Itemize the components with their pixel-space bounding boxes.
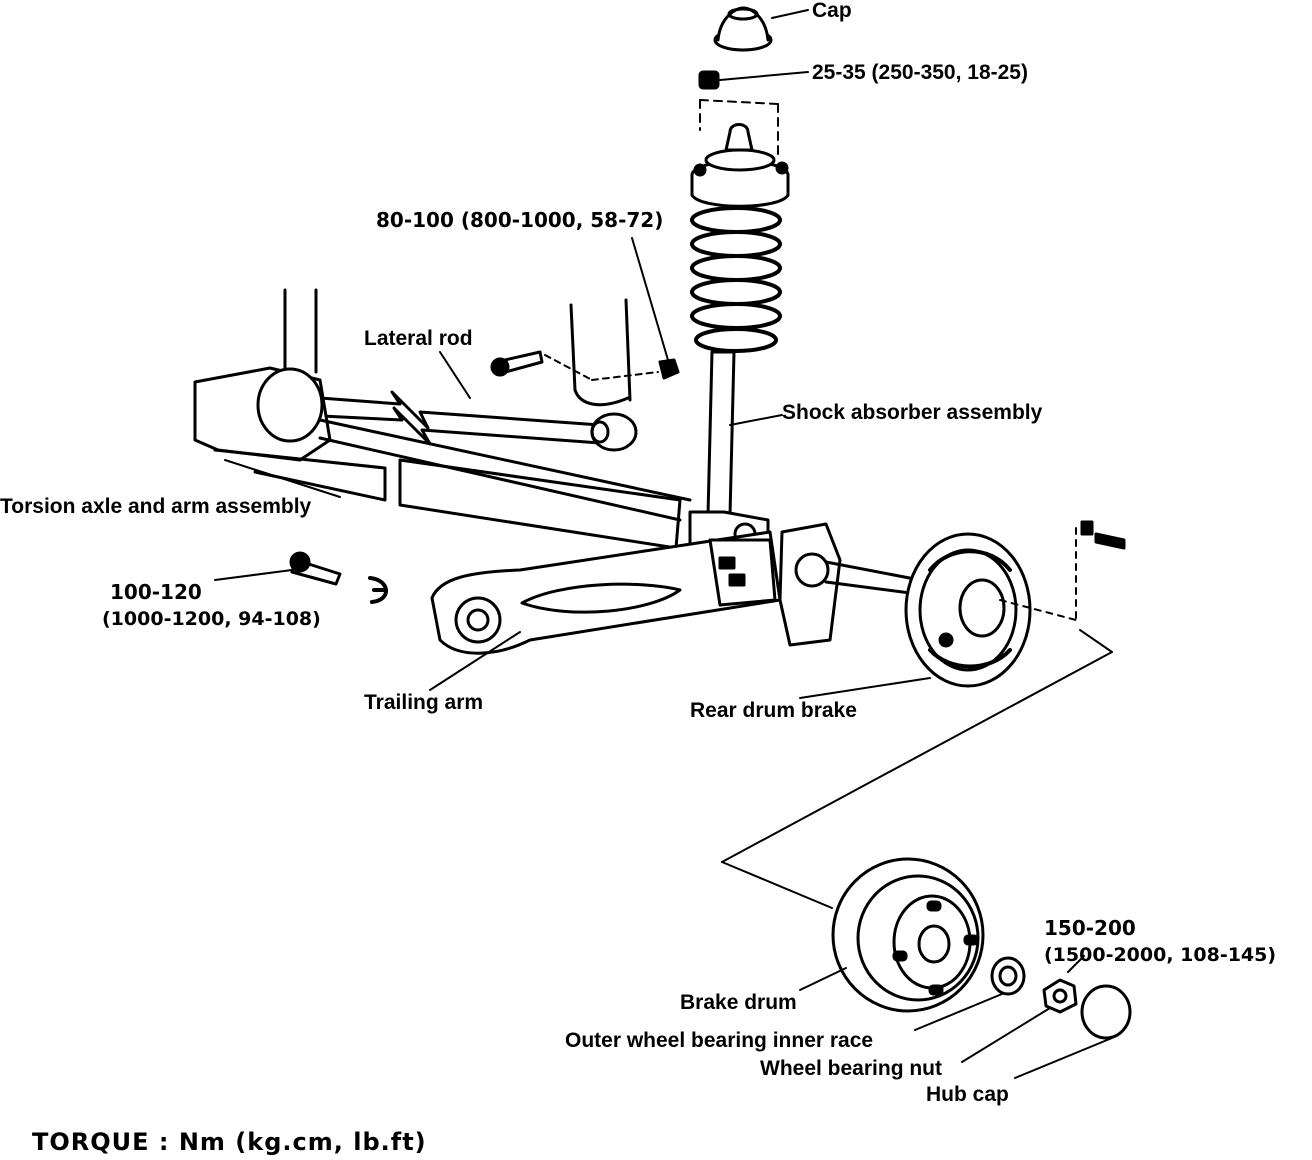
label-cap-torque: 25-35 (250-350, 18-25): [812, 61, 1028, 84]
label-torsion-axle: Torsion axle and arm assembly: [0, 495, 312, 518]
lateral-rod: [318, 390, 638, 452]
label-nut-torque-nm: 150-200: [1044, 916, 1136, 940]
brake-drum-leader: [799, 967, 847, 991]
label-rear-drum-brake: Rear drum brake: [690, 699, 857, 722]
trailing-arm-leader: [429, 631, 521, 691]
cap-part: [713, 6, 773, 52]
label-hub-cap: Hub cap: [926, 1083, 1009, 1106]
brake-drum: [831, 857, 985, 1013]
wheel-bearing-nut: [1042, 978, 1078, 1014]
label-arm-torque-nm: 100-120: [110, 580, 202, 604]
outer-race: [990, 956, 1026, 996]
label-wheel-nut: Wheel bearing nut: [760, 1057, 943, 1080]
label-shock-absorber: Shock absorber assembly: [782, 401, 1043, 424]
label-arm-torque-detail: (1000-1200, 94-108): [102, 608, 321, 630]
torsion-axle: [193, 366, 692, 550]
cap-leader: [771, 9, 809, 19]
arm-bolt: [289, 551, 388, 604]
label-trailing-arm: Trailing arm: [364, 691, 484, 714]
lateral-rod-bolt: [490, 350, 544, 377]
label-cap: Cap: [812, 0, 852, 22]
label-lateral-rod: Lateral rod: [364, 327, 473, 350]
label-brake-drum: Brake drum: [680, 991, 797, 1014]
upper-mount: [690, 123, 790, 208]
trailing-arm: [430, 530, 782, 655]
drum-brake-plate: [904, 532, 1032, 688]
brake-bolt: [1080, 520, 1126, 550]
cap-nut-leader: [719, 71, 809, 81]
body-bracket: [283, 288, 632, 407]
assembly-guides: [721, 629, 1113, 909]
cap-nut: [698, 70, 720, 90]
outer-race-leader: [914, 993, 1003, 1031]
lateral-rod-leader: [439, 351, 471, 399]
torsion-leader: [224, 459, 341, 498]
label-outer-race: Outer wheel bearing inner race: [565, 1029, 874, 1052]
coil-spring: [690, 206, 782, 353]
nut-torque-leader: [1067, 955, 1085, 973]
arm-bolt-leader: [214, 569, 293, 581]
drum-brake-leader: [799, 677, 931, 699]
label-nut-torque-detail: (1500-2000, 108-145): [1044, 944, 1277, 966]
torque-units-footer: TORQUE : Nm (kg.cm, lb.ft): [32, 1128, 427, 1156]
hub-cap-leader: [1014, 1037, 1113, 1079]
hub-cap: [1080, 984, 1132, 1040]
strut-torque-leader: [631, 237, 669, 361]
shock-absorber-body: [688, 350, 770, 562]
hub-carrier: [778, 522, 922, 647]
nut-leader: [961, 1007, 1051, 1063]
label-strut-torque: 80-100 (800-1000, 58-72): [376, 208, 664, 232]
shock-leader: [729, 414, 783, 426]
